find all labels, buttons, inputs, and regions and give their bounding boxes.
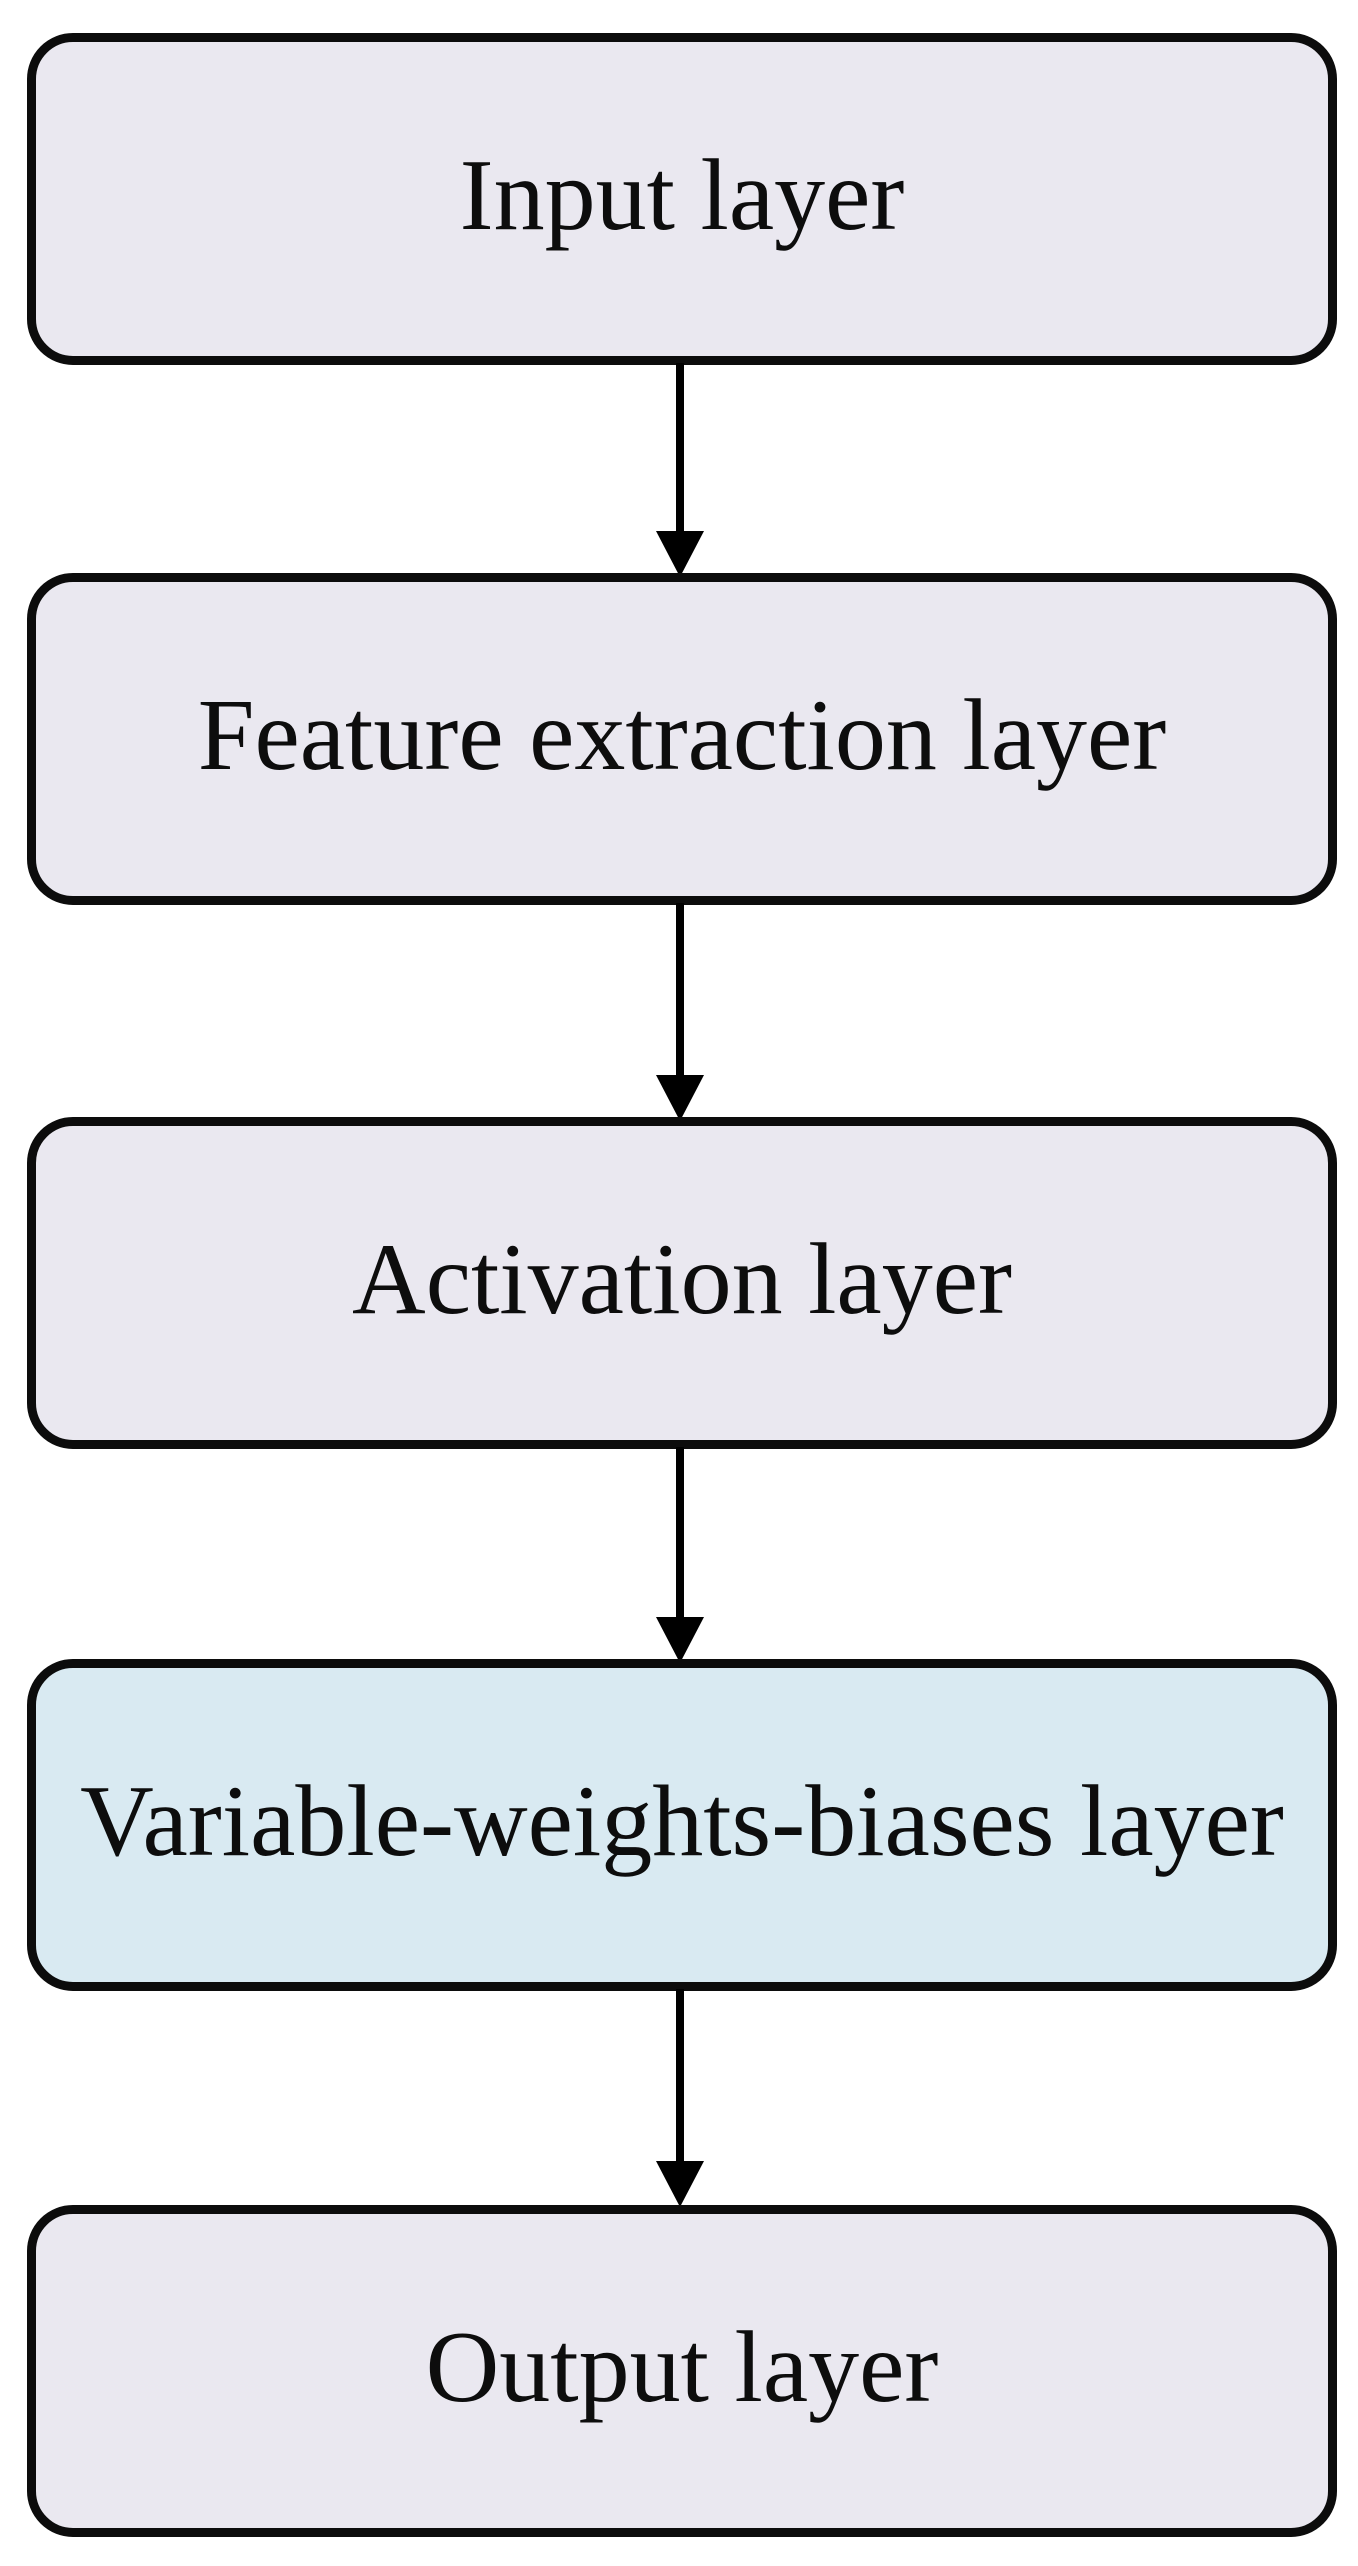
node-activation-layer-label: Activation layer (352, 1223, 1012, 1336)
node-output-layer: Output layer (27, 2205, 1337, 2537)
node-output-layer-label: Output layer (425, 2311, 939, 2424)
node-variable-weights-biases-layer: Variable-weights-biases layer (27, 1659, 1337, 1991)
node-input-layer: Input layer (27, 33, 1337, 365)
node-input-layer-label: Input layer (459, 139, 905, 252)
node-activation-layer: Activation layer (27, 1117, 1337, 1449)
node-feature-extraction-layer: Feature extraction layer (27, 573, 1337, 905)
arrow-variable-weights-biases-to-output (656, 1989, 704, 2207)
arrow-feature-extraction-to-activation (656, 903, 704, 1121)
arrow-input-to-feature-extraction (656, 363, 704, 577)
node-feature-extraction-layer-label: Feature extraction layer (197, 679, 1167, 792)
node-variable-weights-biases-layer-label: Variable-weights-biases layer (80, 1765, 1284, 1878)
arrow-activation-to-variable-weights-biases (656, 1447, 704, 1663)
